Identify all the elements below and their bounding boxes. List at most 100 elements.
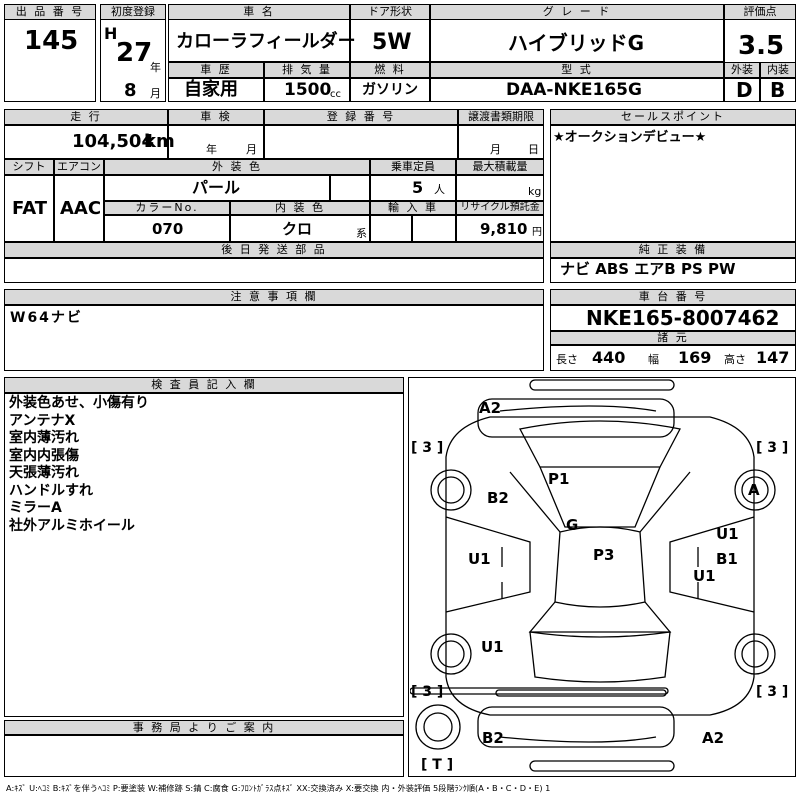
legend-text: A:ｷｽﾞ U:ﾍｺﾐ B:ｷｽﾞを伴うﾍｺﾐ P:要塗装 W:補修跡 S:錆 …: [6, 783, 551, 793]
diagram-mark: P1: [548, 470, 570, 488]
door-value: 5W: [372, 30, 412, 55]
notes-value: W64ナビ: [10, 310, 83, 326]
ext-color-value: パール: [192, 178, 241, 197]
height-label: 高さ: [724, 353, 746, 366]
tire-mark: [ 3 ]: [411, 684, 444, 700]
chassis-label: 車 台 番 号: [550, 289, 796, 305]
transfer-month-unit: 月: [490, 143, 501, 156]
import-cell-a: [370, 215, 412, 242]
equipment-cell: [550, 258, 796, 283]
inspector-label: 検 査 員 記 入 欄: [4, 377, 404, 393]
shift-cell: [4, 175, 54, 242]
mileage-value: 104,504: [72, 131, 154, 152]
sales-point-value: ★オークションデビュー★: [553, 130, 707, 145]
specs-label: 諸 元: [550, 331, 796, 345]
lot-value: 145: [24, 26, 79, 56]
transfer-day-unit: 日: [528, 143, 539, 156]
inspector-line: ハンドルすれ: [9, 482, 93, 499]
int-grade-label: 内装: [760, 62, 796, 78]
history-label: 車 歴: [168, 62, 264, 78]
inspection-label: 車 検: [168, 109, 264, 125]
displacement-value: 1500: [284, 80, 332, 100]
displacement-label: 排 気 量: [264, 62, 350, 78]
length-value: 440: [592, 348, 626, 367]
diagram-mark: U1: [716, 525, 739, 543]
width-value: 169: [678, 348, 712, 367]
chassis-value: NKE165-8007462: [586, 306, 780, 330]
transfer-cell: [458, 125, 544, 159]
int-color-value: クロ: [282, 220, 313, 238]
fuel-label: 燃 料: [350, 62, 430, 78]
ext-grade-value: D: [736, 78, 753, 102]
capacity-unit: 人: [434, 183, 445, 196]
diagram-frame: [408, 377, 796, 777]
year-value: 27: [116, 38, 153, 68]
model-cell: [430, 78, 724, 102]
equipment-value: ナビ ABS エアB PS PW: [560, 260, 736, 278]
ext-grade-label: 外装: [724, 62, 760, 78]
ext-grade-cell: [724, 78, 760, 102]
inspector-line: アンテナX: [9, 412, 76, 429]
fuel-cell: [350, 78, 430, 102]
inspector-line: 室内薄汚れ: [9, 430, 79, 446]
color-no-cell: [104, 215, 230, 242]
displacement-unit: cc: [330, 89, 341, 100]
max-load-label: 最大積載量: [456, 159, 544, 175]
diagram-mark: B2: [487, 489, 509, 507]
inspector-cell: [4, 393, 404, 717]
length-label: 長さ: [556, 353, 578, 366]
color-no-label: カラーNo.: [104, 201, 230, 215]
tire-mark: [ T ]: [421, 757, 454, 773]
diagram-mark: B1: [716, 550, 738, 568]
inspector-line: 社外アルミホイール: [9, 517, 135, 534]
diagram-mark: U1: [693, 567, 716, 585]
month-unit: 月: [150, 87, 161, 100]
inspection-year-unit: 年: [206, 143, 217, 156]
inspector-line: 室内内張傷: [9, 447, 79, 464]
car-diagram: [410, 379, 776, 772]
capacity-label: 乗車定員: [370, 159, 456, 175]
car-name-label: 車 名: [168, 4, 350, 20]
year-unit: 年: [150, 61, 161, 74]
score-label: 評価点: [724, 4, 796, 20]
inspector-line: 天張薄汚れ: [9, 465, 79, 481]
inspector-line: 外装色あせ、小傷有り: [9, 395, 149, 411]
capacity-value: 5: [412, 178, 424, 197]
diagram-mark: A2: [702, 729, 725, 747]
specs-cell: [550, 345, 796, 371]
plate-label: 登 録 番 号: [264, 109, 458, 125]
model-value: DAA-NKE165G: [506, 80, 642, 100]
shift-value: FAT: [12, 198, 48, 219]
int-color-unit: 系: [356, 227, 367, 240]
notes-cell: [4, 305, 544, 371]
inspection-cell: [168, 125, 264, 159]
door-label: ドア形状: [350, 4, 430, 20]
shift-label: シフト: [4, 159, 54, 175]
tire-mark: [ 3 ]: [411, 440, 444, 456]
month-value: 8: [124, 80, 137, 101]
inspection-month-unit: 月: [246, 143, 257, 156]
int-color-label: 内 装 色: [230, 201, 370, 215]
recycle-unit: 円: [532, 227, 542, 238]
capacity-cell: [370, 175, 456, 201]
ac-cell: [54, 175, 104, 242]
ext-color-label: 外 装 色: [104, 159, 370, 175]
grade-value: ハイブリッドG: [508, 31, 645, 55]
displacement-cell: [264, 78, 350, 102]
chassis-cell: [550, 305, 796, 331]
diagram-mark: A: [748, 481, 760, 499]
lot-label: 出 品 番 号: [4, 4, 96, 20]
inspector-lines: 外装色あせ、小傷有り アンテナX 室内薄汚れ 室内内張傷 天張薄汚れ ハンドルす…: [9, 395, 149, 535]
diagram-mark: P3: [593, 546, 615, 564]
recycle-label: リサイクル預託金: [456, 201, 544, 215]
height-value: 147: [756, 348, 790, 367]
int-color-cell: [230, 215, 370, 242]
diagram-mark: U1: [468, 550, 491, 568]
notes-label: 注 意 事 項 欄: [4, 289, 544, 305]
diagram-mark: G: [566, 516, 579, 534]
diagram-mark: U1: [481, 638, 504, 656]
int-grade-value: B: [770, 78, 786, 102]
diagram-mark: B2: [482, 729, 504, 747]
int-grade-cell: [760, 78, 796, 102]
mileage-label: 走 行: [4, 109, 168, 125]
